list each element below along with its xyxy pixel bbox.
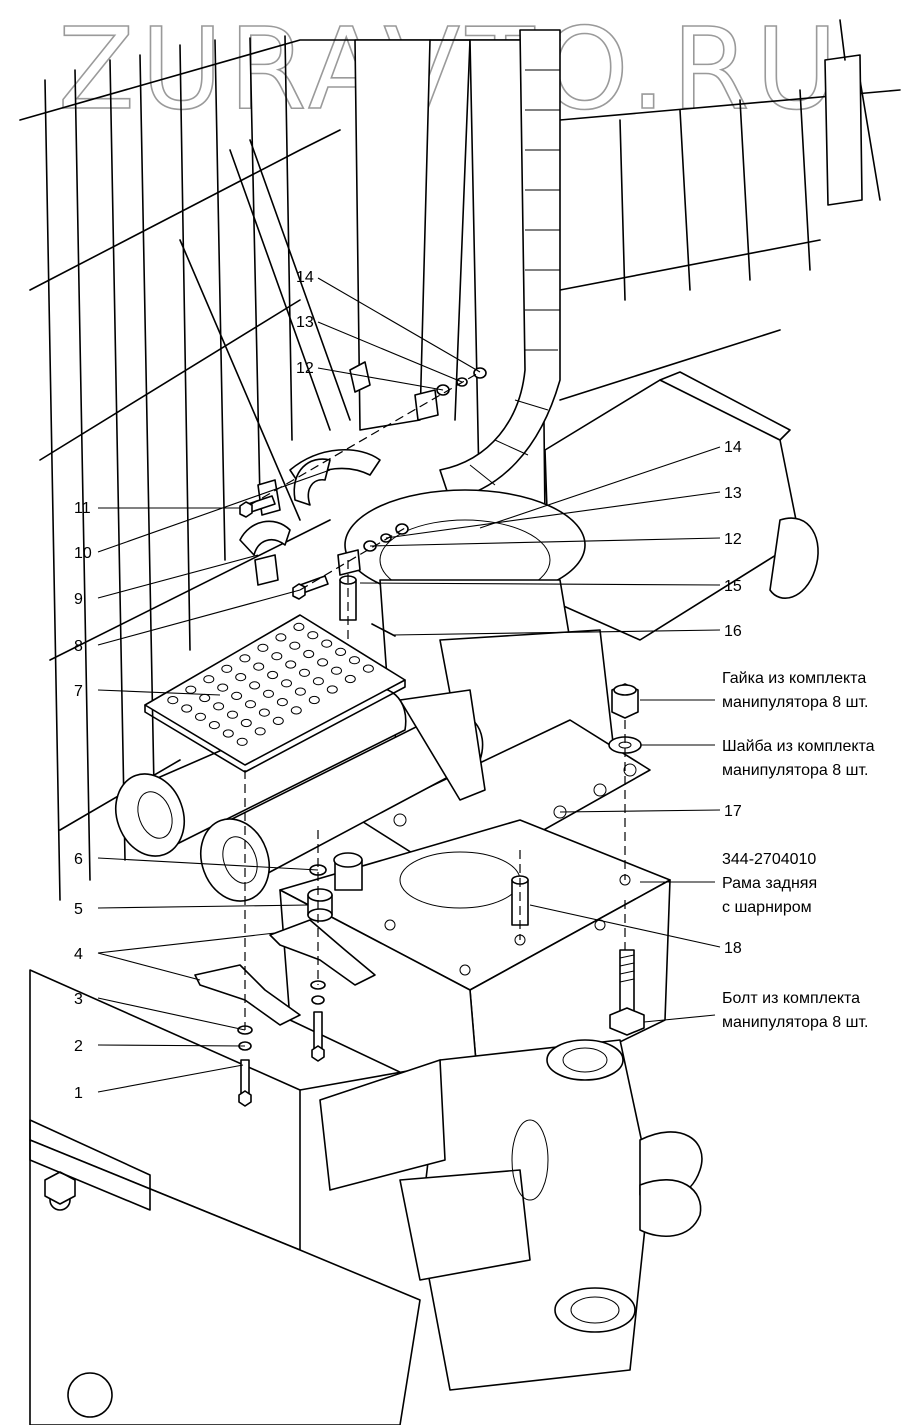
plate-hole [326,685,338,694]
frame-note-line1: 344-2704010 [722,851,816,868]
bolt-note-line1: Болт из комплекта [722,990,860,1007]
plate-hole [195,712,206,721]
callout-labels: 14 13 12 11 10 9 8 7 6 5 4 3 2 1 14 13 1… [74,269,742,1102]
plate-hole [281,679,292,688]
plate-hole [285,660,297,669]
callout-12-lower: 12 [724,531,742,548]
plate-hole [271,652,283,661]
right-hardware [511,683,645,1036]
callout-4: 4 [74,946,83,963]
plate-hole [362,664,374,673]
plate-hole [258,708,270,717]
plate-hole [236,737,248,746]
plate-hole [276,698,288,707]
plate-hole [167,696,179,705]
plate-hole [312,677,324,686]
left-tubes [115,686,486,902]
callout-9: 9 [74,591,83,608]
plate-hole [231,691,243,701]
callout-2: 2 [74,1038,83,1055]
plate-hole [253,662,265,671]
plate-hole [275,633,287,642]
callout-16: 16 [724,623,742,640]
watermark-text: ZURAVTO.RU [58,5,843,135]
plate-hole [221,664,233,673]
callout-15: 15 [724,578,742,595]
plate-hole [254,727,266,736]
callout-8: 8 [74,638,83,655]
plate-hole [331,666,342,675]
plate-hole [203,675,215,684]
nut-note-line2: манипулятора 8 шт. [722,694,868,711]
callout-10: 10 [74,545,92,562]
callout-1: 1 [74,1085,83,1102]
callout-5: 5 [74,901,83,918]
plate-hole [227,710,238,719]
plate-hole [240,718,252,728]
boom-housing [544,371,819,641]
plate-hole [208,721,220,730]
lower-mounting-parts [194,852,376,1107]
nut-note-line1: Гайка из комплекта [722,670,866,687]
plate-hole [217,683,229,692]
callout-18: 18 [724,940,742,957]
plate-hole [267,670,279,680]
plate-hole [349,656,360,665]
washer-note-line2: манипулятора 8 шт. [722,762,868,779]
plate-hole [235,673,247,682]
callout-14-upper: 14 [296,269,314,286]
plate-hole [222,729,234,738]
plate-hole [257,643,269,652]
plate-hole [303,649,315,659]
washer-note-line1: Шайба из комплекта [722,738,875,755]
part-notes: Гайка из комплекта манипулятора 8 шт. Ша… [722,670,875,1031]
frame-note-line3: с шарниром [722,899,812,916]
plate-hole [245,700,256,709]
plate-hole [317,658,329,667]
callout-7: 7 [74,683,83,700]
callout-17: 17 [724,803,742,820]
callout-11: 11 [74,500,91,517]
plate-hole [308,695,320,705]
plate-hole [249,681,261,690]
callout-6: 6 [74,851,83,868]
plate-hole [293,622,305,632]
plate-hole [321,639,333,648]
frame-note-line2: Рама задняя [722,875,817,892]
railing-cage [19,19,901,901]
callout-13-lower: 13 [724,485,742,502]
plate-hole [239,654,251,663]
plate-hole [213,702,225,711]
hinge-assembly [319,1039,703,1391]
plate-hole [181,704,193,713]
clamp-assembly [239,361,487,637]
bolt-note-line2: манипулятора 8 шт. [722,1014,868,1031]
callout-3: 3 [74,991,83,1008]
plate-hole [299,668,310,677]
chassis-beam [29,969,471,1425]
plate-hole [307,631,319,640]
leader-lines [97,277,721,1093]
plate-hole [335,647,347,657]
plate-hole [294,687,306,696]
plate-hole [289,641,301,650]
plate-hole [272,716,284,726]
callout-12-upper: 12 [296,360,314,377]
plate-hole [263,689,274,698]
plate-hole [290,706,302,715]
callout-13-upper: 13 [296,314,314,331]
plate-hole [344,674,356,684]
callout-14-lower: 14 [724,439,742,456]
